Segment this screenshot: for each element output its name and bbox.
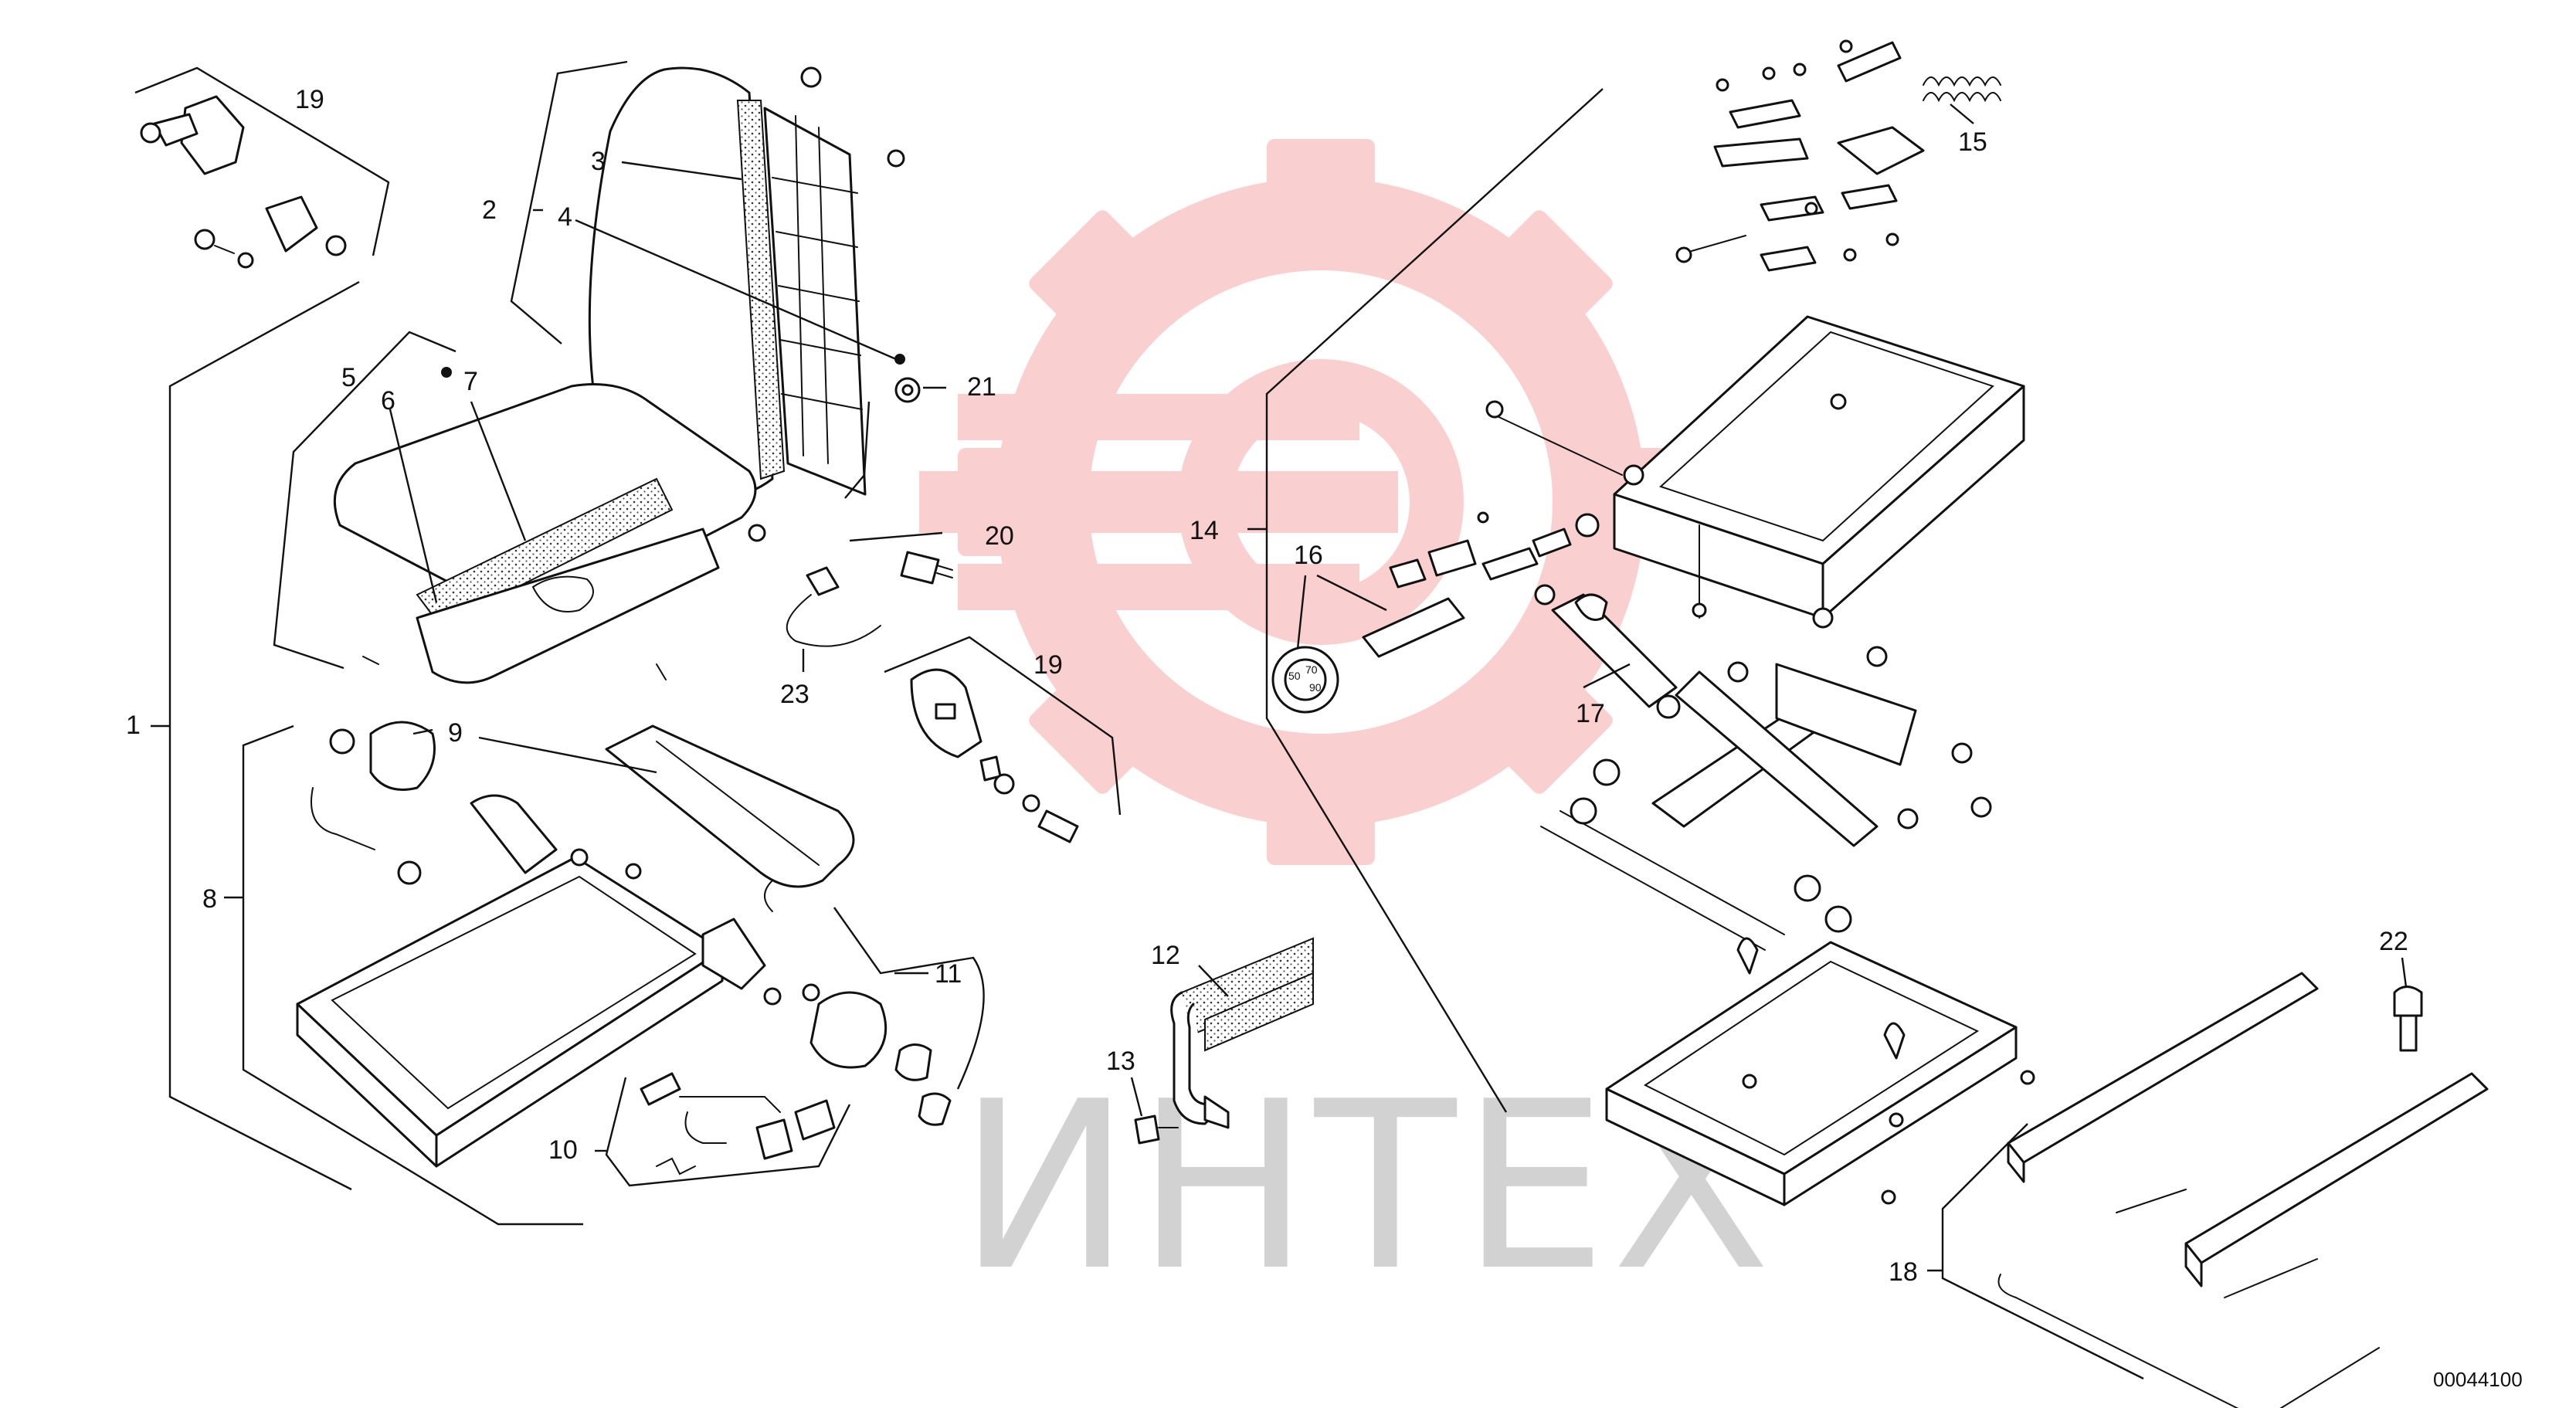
part-20-bolt bbox=[900, 551, 953, 585]
callout-2: 2 bbox=[482, 195, 497, 225]
callout-19-top: 19 bbox=[295, 85, 324, 114]
callout-4: 4 bbox=[558, 202, 572, 232]
part-22-cap-bolt bbox=[2393, 986, 2423, 1052]
knob-mark-90: 90 bbox=[1309, 681, 1322, 694]
part-16-height-knob: 50 70 90 bbox=[1271, 511, 1600, 714]
callout-22: 22 bbox=[2379, 927, 2408, 956]
callout-15: 15 bbox=[1958, 127, 1987, 157]
callout-labels: 1 2 3 4 5 6 7 8 9 10 11 12 13 14 15 16 1… bbox=[126, 85, 2408, 1287]
callout-5: 5 bbox=[341, 363, 356, 392]
part-10-lever-kit bbox=[640, 1072, 836, 1176]
knob-mark-50: 50 bbox=[1288, 670, 1301, 682]
callout-17: 17 bbox=[1576, 699, 1605, 728]
callout-16: 16 bbox=[1294, 541, 1323, 570]
part-19-seatbelt-buckle bbox=[140, 95, 347, 269]
callout-23: 23 bbox=[780, 680, 809, 709]
callout-1: 1 bbox=[126, 711, 141, 740]
part-18-slide-rails bbox=[1997, 972, 2489, 1408]
callout-3: 3 bbox=[591, 147, 606, 176]
callout-21: 21 bbox=[967, 372, 996, 402]
part-23-wire-harness bbox=[786, 566, 881, 647]
callout-9: 9 bbox=[448, 718, 463, 748]
callout-20: 20 bbox=[985, 521, 1014, 551]
callout-10: 10 bbox=[548, 1135, 578, 1165]
part-2-backrest bbox=[588, 66, 905, 542]
part-17-shock-absorber bbox=[1551, 593, 1681, 719]
part-12-rail-section bbox=[1170, 937, 1314, 1129]
part-9-cover-plate bbox=[605, 724, 855, 888]
part-5-seat-cushion bbox=[333, 367, 757, 684]
knob-mark-70: 70 bbox=[1305, 663, 1318, 676]
callout-12: 12 bbox=[1151, 941, 1180, 970]
part-scissor-linkage bbox=[1540, 607, 1992, 951]
callout-18: 18 bbox=[1889, 1257, 1918, 1287]
callout-7: 7 bbox=[463, 367, 478, 396]
part-13-screw bbox=[1134, 1115, 1179, 1145]
callout-6: 6 bbox=[381, 386, 395, 416]
callout-8: 8 bbox=[202, 884, 217, 914]
part-21-nut bbox=[894, 377, 921, 403]
part-14-suspension-frame bbox=[1485, 315, 2025, 619]
callout-13: 13 bbox=[1106, 1047, 1135, 1076]
part-15-spring-links bbox=[1675, 39, 2001, 272]
leader-lines bbox=[134, 60, 2408, 1380]
drawing-number: 00044100 bbox=[2433, 1368, 2523, 1391]
part-base-frame bbox=[1605, 937, 2035, 1206]
part-11-adjuster bbox=[701, 918, 952, 1126]
watermark-gear-icon bbox=[919, 139, 1684, 865]
callout-19-middle: 19 bbox=[1033, 650, 1063, 680]
callout-14: 14 bbox=[1190, 516, 1219, 545]
part-8-seat-frame bbox=[296, 721, 773, 1168]
part-19-buckle-tongue bbox=[910, 668, 1079, 843]
callout-11: 11 bbox=[935, 959, 962, 989]
